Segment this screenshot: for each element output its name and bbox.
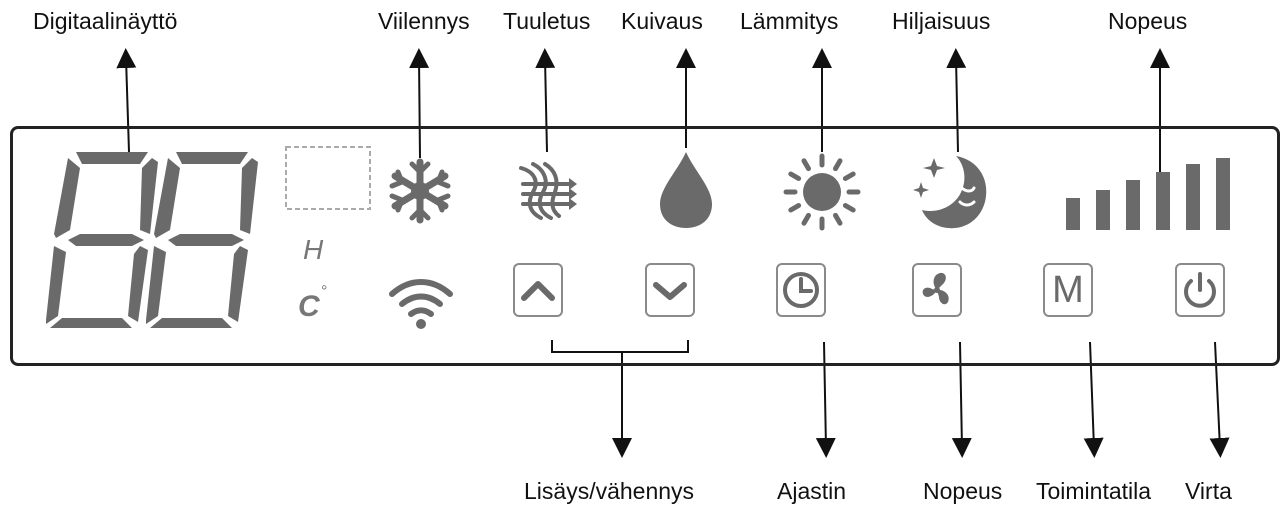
timer-arrow	[815, 341, 836, 458]
sun-icon	[783, 153, 861, 231]
power-icon	[1184, 272, 1216, 308]
sun-ray	[833, 158, 843, 172]
sun-ray	[801, 212, 811, 226]
degree-symbol: °	[321, 283, 328, 300]
increase-decrease-label: Lisäys/vähennys	[524, 478, 695, 504]
power-button[interactable]	[1175, 263, 1225, 317]
timer-label: Ajastin	[777, 478, 847, 504]
celsius-indicator: C	[298, 290, 320, 323]
mode-arrow	[1083, 341, 1104, 458]
quiet-label: Hiljaisuus	[892, 8, 991, 34]
mode-button[interactable]: M	[1043, 263, 1093, 317]
sun-ray	[833, 212, 843, 226]
wifi-icon	[389, 279, 453, 329]
digital-display-arrow	[116, 48, 137, 153]
increase-decrease-bracket	[551, 340, 689, 353]
sun-ray	[788, 171, 802, 181]
fan-speed-label: Nopeus	[923, 478, 1003, 504]
sun-ray	[801, 158, 811, 172]
sun-ray	[842, 203, 856, 213]
ventilation-label: Tuuletus	[503, 8, 591, 34]
water-drop-icon	[660, 152, 712, 228]
seven-segment-digits	[46, 152, 258, 328]
fan-speed-arrow	[951, 341, 972, 458]
quiet-arrow	[946, 48, 967, 153]
sun-ray	[788, 203, 802, 213]
ventilation-arrow	[535, 48, 556, 153]
timer-button[interactable]	[776, 263, 826, 317]
power-label: Virta	[1185, 478, 1232, 504]
snowflake-icon	[389, 158, 451, 224]
chevron-down-icon	[653, 282, 687, 300]
fan-speed-button[interactable]	[912, 263, 962, 317]
speed-level-label: Nopeus	[1108, 8, 1188, 34]
heating-label: Lämmitys	[740, 8, 839, 34]
digital-display	[46, 152, 258, 328]
moon-stars-icon	[913, 156, 987, 229]
signal-bars-icon	[1066, 158, 1230, 230]
chevron-up-icon	[521, 281, 555, 301]
mode-label: Toimintatila	[1036, 478, 1152, 504]
drying-label: Kuivaus	[621, 8, 703, 34]
dashed-indicator-box	[285, 146, 371, 210]
decrease-button[interactable]	[645, 263, 695, 317]
power-arrow	[1209, 341, 1230, 458]
cooling-label: Viilennys	[378, 8, 470, 34]
digital-display-label: Digitaalinäyttö	[33, 8, 178, 34]
sun-ray	[842, 171, 856, 181]
increase-button[interactable]	[513, 263, 563, 317]
cooling-arrow	[409, 48, 430, 159]
mode-button-letter: M	[1052, 268, 1084, 311]
clock-icon	[783, 272, 819, 308]
ventilation-icon	[519, 162, 577, 220]
fan-icon	[922, 272, 949, 305]
humidity-indicator: H	[303, 234, 324, 265]
control-panel	[10, 126, 1280, 366]
